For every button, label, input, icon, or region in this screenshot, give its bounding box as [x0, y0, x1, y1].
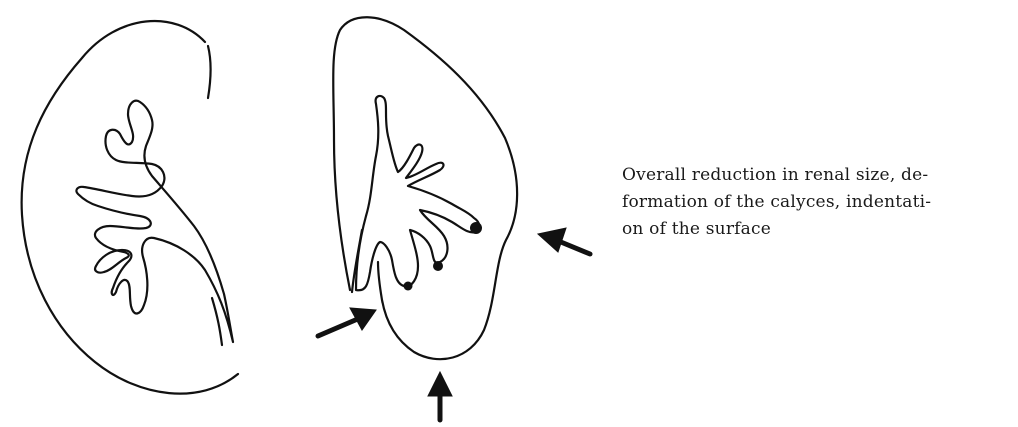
normal-kidney-icon [22, 21, 238, 394]
figure-caption: Overall reduction in renal size, de- for… [622, 162, 1012, 243]
arrow-bottom-icon [428, 372, 452, 420]
calyx-blob-middle [433, 261, 443, 271]
calyx-blob-upper [470, 222, 482, 234]
normal-kidney-collecting-system [76, 101, 233, 342]
scarred-kidney-icon [333, 17, 517, 359]
arrow-lateral-surface-icon [538, 228, 590, 254]
caption-line-2: formation of the calyces, indentati- [622, 189, 1012, 216]
scarred-kidney-outline [333, 17, 517, 359]
normal-kidney-outline-upper-pole [208, 46, 211, 98]
scarred-kidney-collecting-system [356, 96, 480, 290]
normal-kidney-ureter [212, 298, 222, 345]
caption-line-1: Overall reduction in renal size, de- [622, 162, 1012, 189]
caption-line-3: on of the surface [622, 216, 1012, 243]
calyx-blob-lower [404, 282, 413, 291]
arrow-lower-pole-icon [318, 308, 376, 336]
